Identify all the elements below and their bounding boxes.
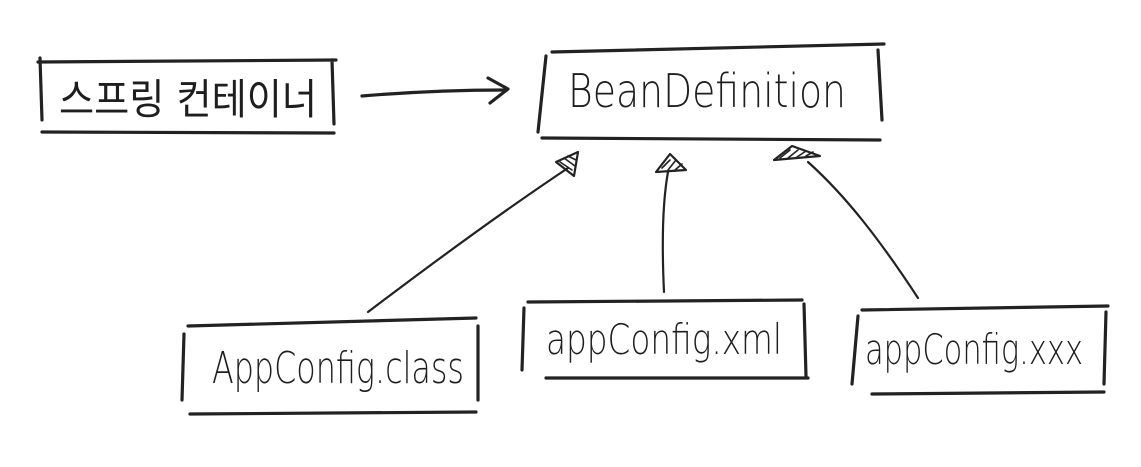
appconfig-xml-box [520,298,810,380]
implementation-arrows [366,144,920,314]
appconfig-class-node: AppConfig.class [180,316,480,416]
arrow-appconfig-xxx [806,160,920,300]
appconfig-xml-node: appConfig.xml [520,298,810,380]
spring-container-node: 스프링 컨테이너 [36,56,338,135]
arrow-appconfig-class [366,166,570,314]
bean-definition-box [536,42,886,142]
arrowhead-middle-icon [654,152,688,174]
appconfig-class-label: AppConfig.class [212,343,464,394]
appconfig-xxx-label: appConfig.xxx [865,325,1083,374]
arrowhead-left-icon [554,150,580,178]
appconfig-xxx-box [850,304,1110,396]
appconfig-xml-label: appConfig.xml [546,315,782,364]
spring-container-box [36,56,338,135]
arrow-appconfig-xml [661,170,670,294]
container-to-definition-arrow [360,76,510,105]
spring-container-label: 스프링 컨테이너 [59,75,317,124]
appconfig-class-box [180,316,480,416]
appconfig-xxx-node: appConfig.xxx [850,304,1110,396]
bean-definition-label: BeanDefinition [568,64,846,118]
bean-definition-node: BeanDefinition [536,42,886,142]
